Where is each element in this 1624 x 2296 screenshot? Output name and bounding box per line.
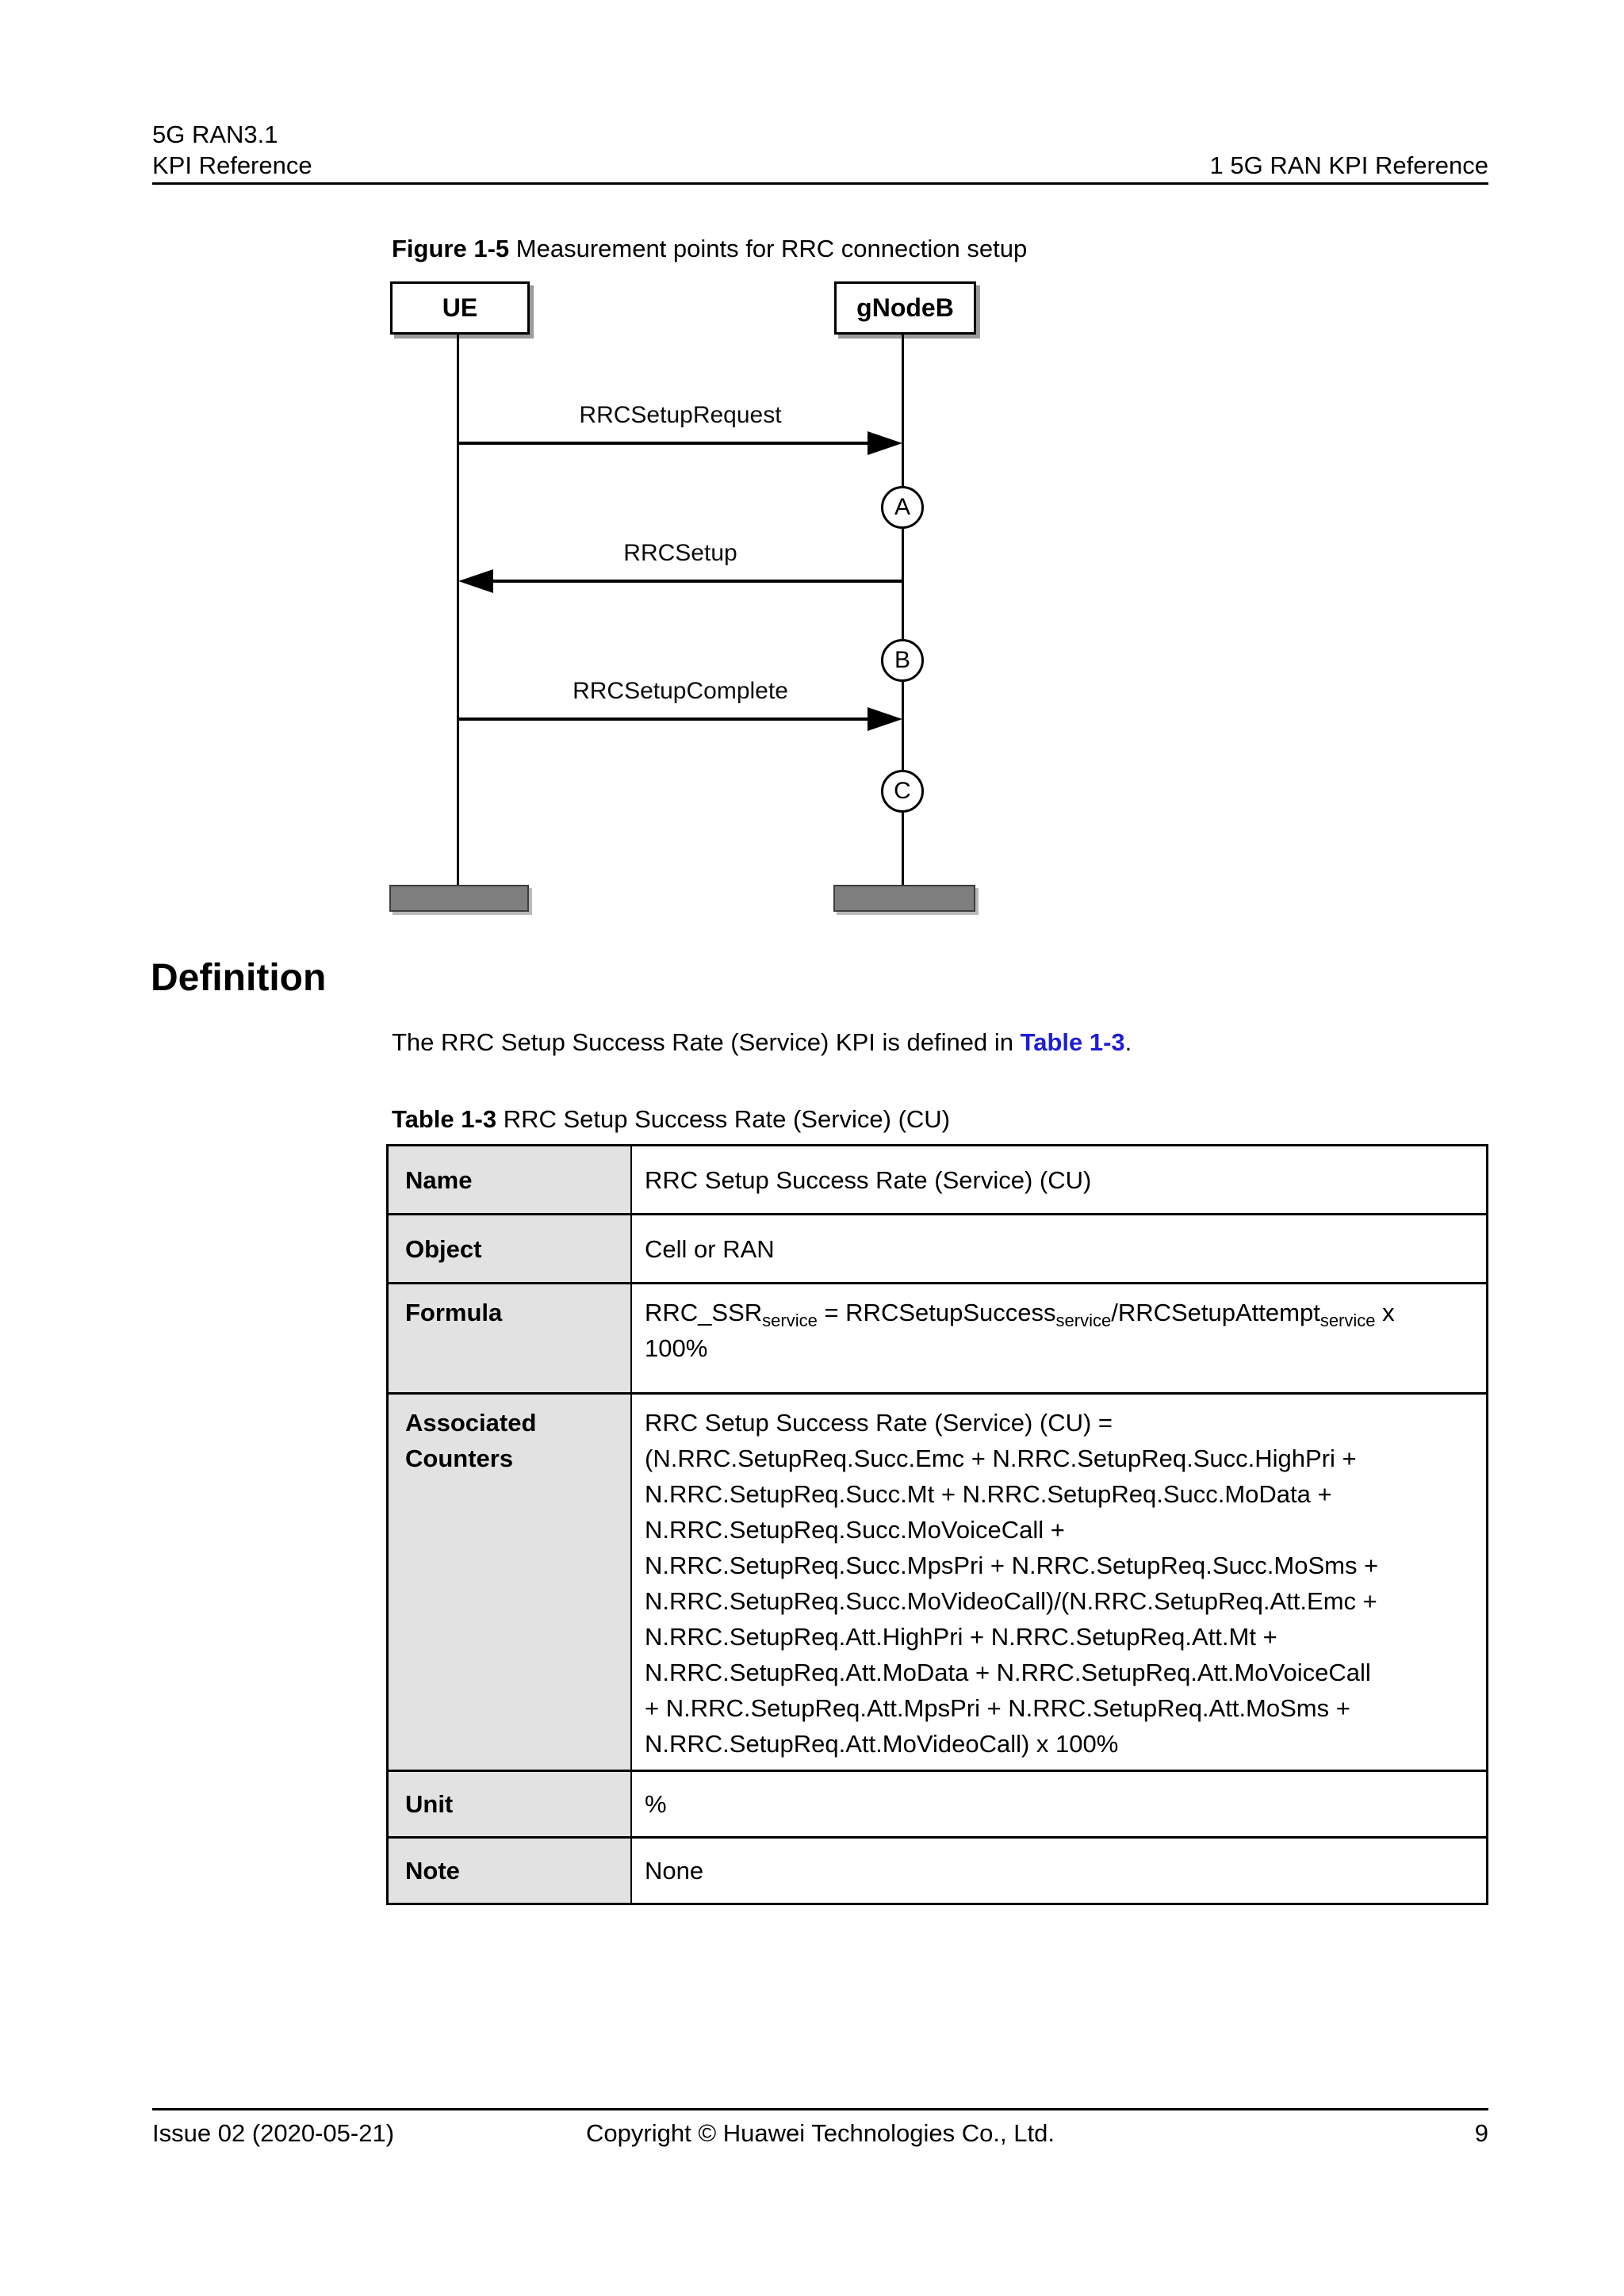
table-1-3-link[interactable]: Table 1-3	[1020, 1028, 1125, 1056]
definition-paragraph-period: .	[1124, 1028, 1132, 1056]
measurement-point-b-label: B	[894, 647, 910, 673]
arrowhead-right-icon	[868, 431, 902, 455]
measurement-point-c-label: C	[894, 778, 911, 804]
message-line-rrcsetupcomplete	[458, 718, 874, 721]
message-label-rrcsetupcomplete: RRCSetupComplete	[573, 678, 788, 704]
row-label-unit: Unit	[386, 1770, 632, 1839]
definition-paragraph-text: The RRC Setup Success Rate (Service) KPI…	[392, 1028, 1021, 1056]
lifeline-ue	[457, 332, 459, 886]
table-caption-label: Table 1-3	[392, 1105, 497, 1133]
footer-copyright: Copyright © Huawei Technologies Co., Ltd…	[586, 2119, 1055, 2147]
row-label-formula: Formula	[386, 1282, 632, 1395]
row-value-name: RRC Setup Success Rate (Service) (CU)	[630, 1144, 1488, 1215]
row-label-object: Object	[386, 1213, 632, 1284]
row-label-note: Note	[386, 1836, 632, 1905]
lifeline-terminator-ue	[389, 885, 529, 912]
table-caption: Table 1-3 RRC Setup Success Rate (Servic…	[392, 1105, 950, 1134]
row-value-formula: RRC_SSRservice = RRCSetupSuccessservice/…	[630, 1282, 1488, 1395]
measurement-point-a: A	[881, 486, 924, 529]
arrowhead-left-icon	[458, 569, 493, 593]
table-row-name: Name RRC Setup Success Rate (Service) (C…	[386, 1144, 1488, 1215]
measurement-point-a-label: A	[894, 494, 910, 520]
row-value-object: Cell or RAN	[630, 1213, 1488, 1284]
message-line-rrcsetuprequest	[458, 442, 874, 445]
table-row-object: Object Cell or RAN	[386, 1213, 1488, 1284]
table-row-note: Note None	[386, 1836, 1488, 1905]
message-line-rrcsetup	[488, 580, 902, 583]
table-caption-text: RRC Setup Success Rate (Service) (CU)	[496, 1105, 951, 1133]
actor-label-ue: UE	[442, 293, 478, 322]
row-value-unit: %	[630, 1770, 1488, 1839]
header-doc-title: KPI Reference	[152, 151, 312, 179]
lifeline-gnodeb	[902, 332, 904, 886]
actor-box-gnodeb: gNodeB	[834, 281, 976, 335]
message-label-rrcsetup: RRCSetup	[623, 540, 737, 566]
table-row-unit: Unit %	[386, 1770, 1488, 1839]
table-row-formula: Formula RRC_SSRservice = RRCSetupSuccess…	[386, 1282, 1488, 1395]
header-chapter-title: 1 5G RAN KPI Reference	[1209, 151, 1489, 179]
arrowhead-right-icon	[868, 707, 902, 731]
header-rule	[152, 182, 1488, 185]
section-heading-definition: Definition	[151, 957, 327, 999]
row-label-name: Name	[386, 1144, 632, 1215]
message-label-rrcsetuprequest: RRCSetupRequest	[579, 402, 782, 428]
figure-caption-text: Measurement points for RRC connection se…	[509, 235, 1028, 262]
measurement-point-c: C	[881, 770, 924, 813]
header-left: 5G RAN3.1 KPI Reference	[152, 119, 312, 181]
figure-caption-label: Figure 1-5	[392, 235, 510, 262]
row-value-associated-counters: RRC Setup Success Rate (Service) (CU) = …	[630, 1392, 1488, 1772]
kpi-definition-table: Name RRC Setup Success Rate (Service) (C…	[386, 1144, 1488, 1905]
footer-issue: Issue 02 (2020-05-21)	[152, 2119, 395, 2147]
actor-label-gnodeb: gNodeB	[856, 293, 954, 322]
footer-rule	[152, 2108, 1488, 2110]
row-label-associated-counters: Associated Counters	[386, 1392, 632, 1772]
table-row-associated-counters: Associated Counters RRC Setup Success Ra…	[386, 1392, 1488, 1772]
actor-box-ue: UE	[390, 281, 530, 335]
row-value-note: None	[630, 1836, 1488, 1905]
measurement-point-b: B	[881, 639, 924, 682]
figure-caption: Figure 1-5 Measurement points for RRC co…	[392, 235, 1027, 263]
lifeline-terminator-gnodeb	[833, 885, 975, 912]
footer-page-number: 9	[1474, 2119, 1488, 2147]
header-product-name: 5G RAN3.1	[152, 121, 278, 148]
definition-paragraph: The RRC Setup Success Rate (Service) KPI…	[392, 1028, 1132, 1057]
